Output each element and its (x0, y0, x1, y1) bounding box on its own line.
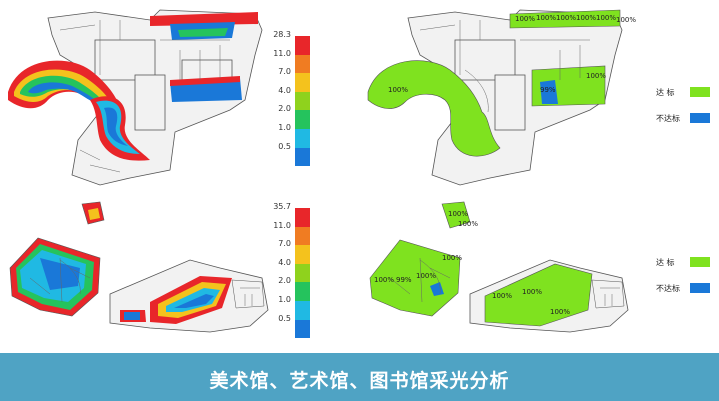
plan-label: 100% (515, 15, 535, 23)
daylight-factor-scale-top: 28.3 11.0 7.0 4.0 2.0 1.0 0.5 (273, 30, 317, 167)
plan-label: 99% (540, 86, 556, 94)
scale-swatch (295, 300, 310, 320)
scale-tick: 4.0 (278, 85, 291, 95)
scale-swatch (295, 263, 310, 283)
scale-tick: 7.0 (278, 239, 291, 249)
scale-tick: 0.5 (278, 313, 291, 323)
legend-pass: 达 标 (656, 254, 710, 270)
plan-label: 100% (616, 16, 636, 24)
legend-fail: 不达标 (656, 280, 710, 296)
compliance-legend-top: 达 标 不达标 (656, 84, 710, 136)
scale-tick: 4.0 (278, 257, 291, 267)
legend-pass-swatch (690, 257, 710, 267)
scale-tick: 28.3 (273, 30, 291, 39)
plan-label: 100% (458, 220, 478, 228)
scale-tick: 1.0 (278, 122, 291, 132)
scale-tick: 7.0 (278, 67, 291, 77)
scale-tick: 2.0 (278, 276, 291, 286)
legend-pass-label: 达 标 (656, 257, 675, 267)
plan-label: 100% (492, 292, 512, 300)
scale-tick: 1.0 (278, 294, 291, 304)
museum-compliance-plan: 100% 100% 100% 100% 100% 100% 100% 100% … (360, 0, 660, 195)
plan-label: 100% (374, 276, 394, 284)
legend-fail-label: 不达标 (656, 113, 680, 123)
legend-pass-swatch (690, 87, 710, 97)
scale-swatch (295, 128, 310, 148)
scale-swatch (295, 73, 310, 92)
legend-pass-label: 达 标 (656, 87, 675, 97)
legend-pass: 达 标 (656, 84, 710, 100)
scale-swatch (295, 91, 310, 111)
plan-label: 100% (596, 14, 616, 22)
legend-fail: 不达标 (656, 110, 710, 126)
scale-swatch (295, 147, 310, 167)
scale-swatch (295, 110, 310, 129)
plan-label: 100% (576, 14, 596, 22)
title-banner (0, 353, 719, 401)
gallery-library-daylight-heatmap-plan (0, 198, 300, 346)
scale-swatch (295, 282, 310, 301)
gallery-library-compliance-plan: 100% 100% 100% 100% 99% 100% 100% 100% 1… (360, 198, 660, 346)
scale-swatch (295, 54, 310, 74)
plan-label: 99% (396, 276, 412, 284)
scale-tick: 2.0 (278, 104, 291, 114)
scale-tick: 0.5 (278, 141, 291, 151)
museum-daylight-heatmap-plan (0, 0, 300, 195)
plan-label: 100% (388, 86, 408, 94)
daylight-factor-scale-bottom: 35.7 11.0 7.0 4.0 2.0 1.0 0.5 (273, 202, 317, 339)
plan-label: 100% (448, 210, 468, 218)
legend-fail-swatch (690, 283, 710, 293)
scale-swatch (295, 245, 310, 264)
scale-tick: 11.0 (273, 48, 291, 58)
scale-swatch (295, 36, 310, 55)
plan-label: 100% (550, 308, 570, 316)
plan-label: 100% (586, 72, 606, 80)
plan-label: 100% (522, 288, 542, 296)
legend-fail-label: 不达标 (656, 283, 680, 293)
compliance-legend-bottom: 达 标 不达标 (656, 254, 710, 306)
legend-fail-swatch (690, 113, 710, 123)
plan-label: 100% (416, 272, 436, 280)
scale-tick: 11.0 (273, 220, 291, 230)
plan-label: 100% (556, 14, 576, 22)
page-title: 美术馆、艺术馆、图书馆采光分析 (209, 370, 510, 392)
scale-swatch (295, 226, 310, 246)
plan-label: 100% (442, 254, 462, 262)
scale-swatch (295, 208, 310, 227)
scale-swatch (295, 319, 310, 339)
plan-label: 100% (536, 14, 556, 22)
scale-tick: 35.7 (273, 202, 291, 211)
